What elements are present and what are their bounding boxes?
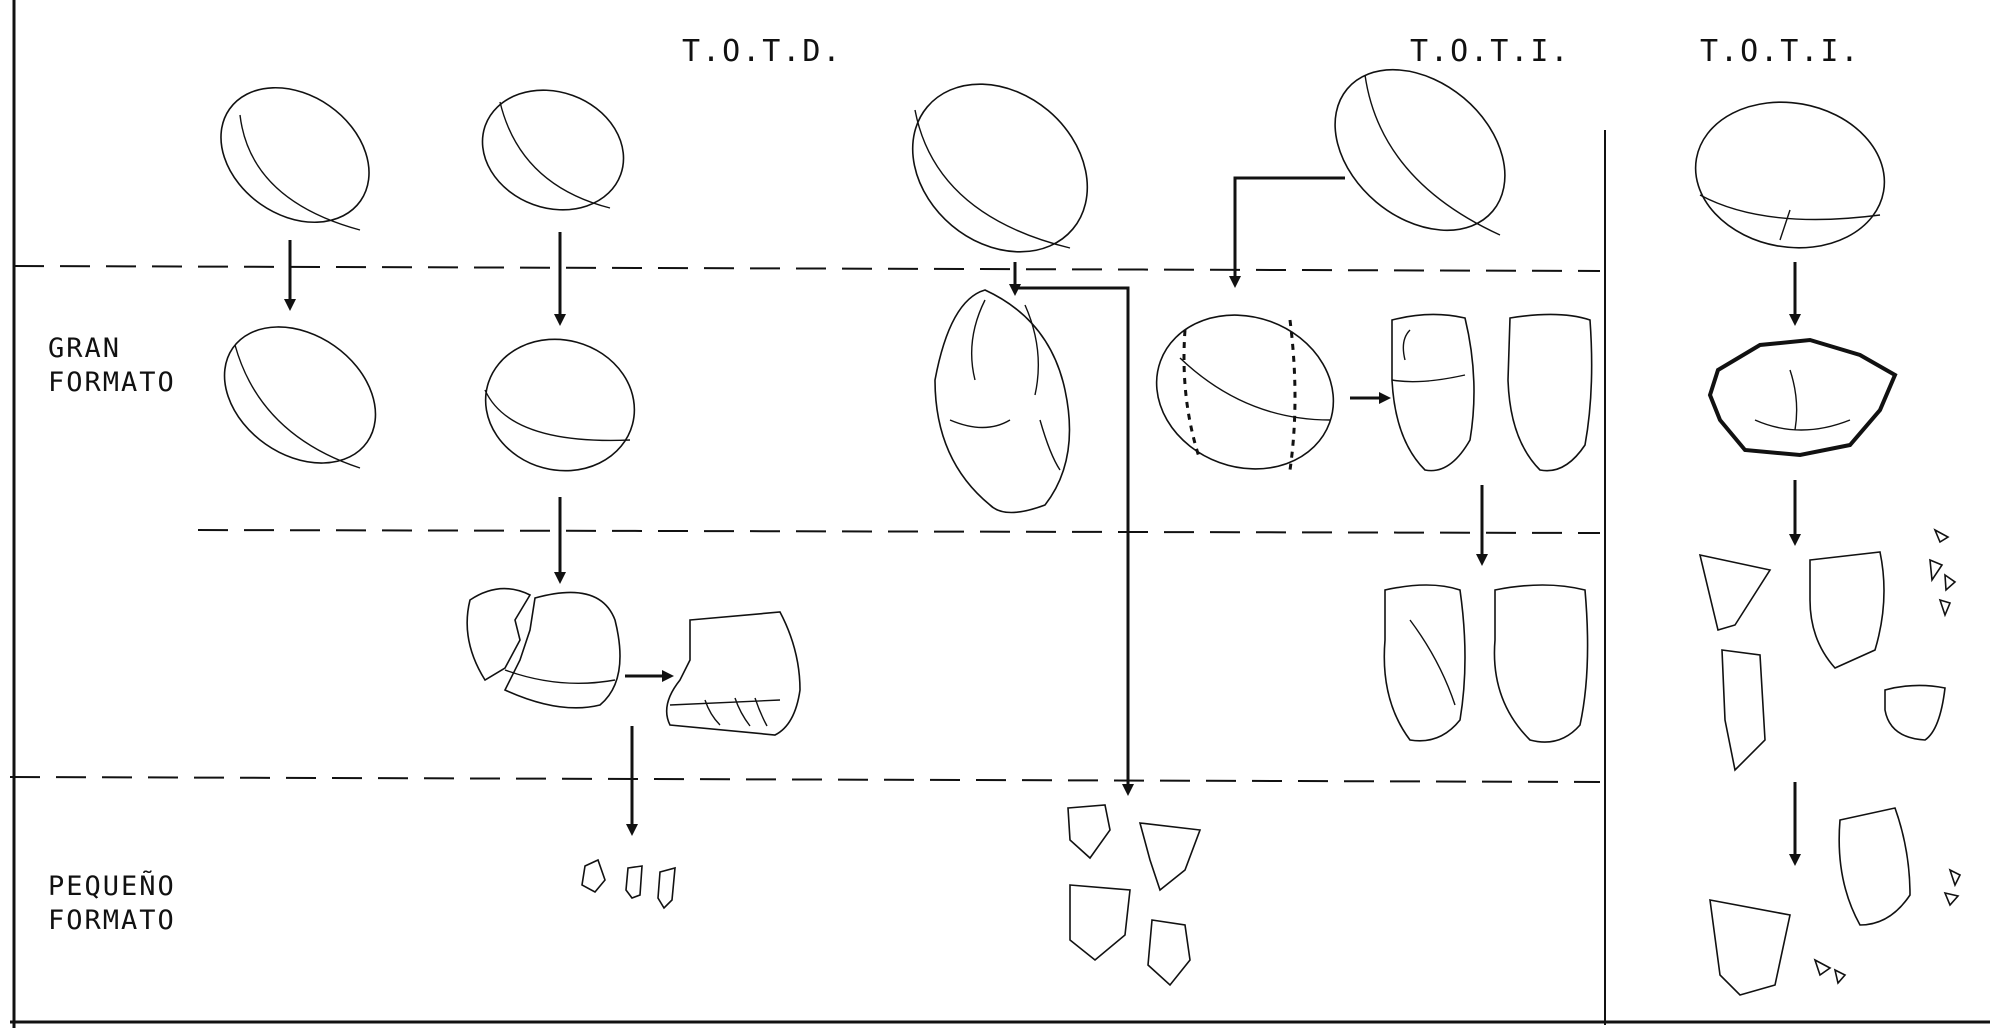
pebble-3a — [879, 49, 1121, 286]
pebble-5a — [1684, 88, 1896, 263]
pebble-2a — [466, 71, 641, 229]
retouched-tools-5 — [1710, 808, 1960, 995]
pebble-2b — [471, 323, 650, 487]
pebble-4a — [1304, 37, 1537, 263]
dashed-separator-1 — [14, 266, 1600, 271]
dashed-separator-3 — [10, 777, 1600, 782]
blade-pair-1 — [1392, 314, 1592, 470]
small-flakes-1 — [582, 860, 675, 908]
dashed-separator-2 — [198, 530, 1600, 533]
biface-core — [935, 290, 1070, 513]
blade-pair-2 — [1384, 585, 1587, 742]
flaked-fragment — [667, 612, 800, 735]
prepared-core — [1135, 291, 1355, 494]
split-pebble — [467, 589, 620, 708]
discoid-core — [1710, 340, 1895, 455]
pebble-1b — [198, 299, 401, 491]
small-flakes-2 — [1068, 805, 1200, 985]
flakes-5 — [1700, 530, 1955, 770]
connector-arrow-4 — [1235, 178, 1345, 282]
pebble-1a — [195, 60, 395, 250]
